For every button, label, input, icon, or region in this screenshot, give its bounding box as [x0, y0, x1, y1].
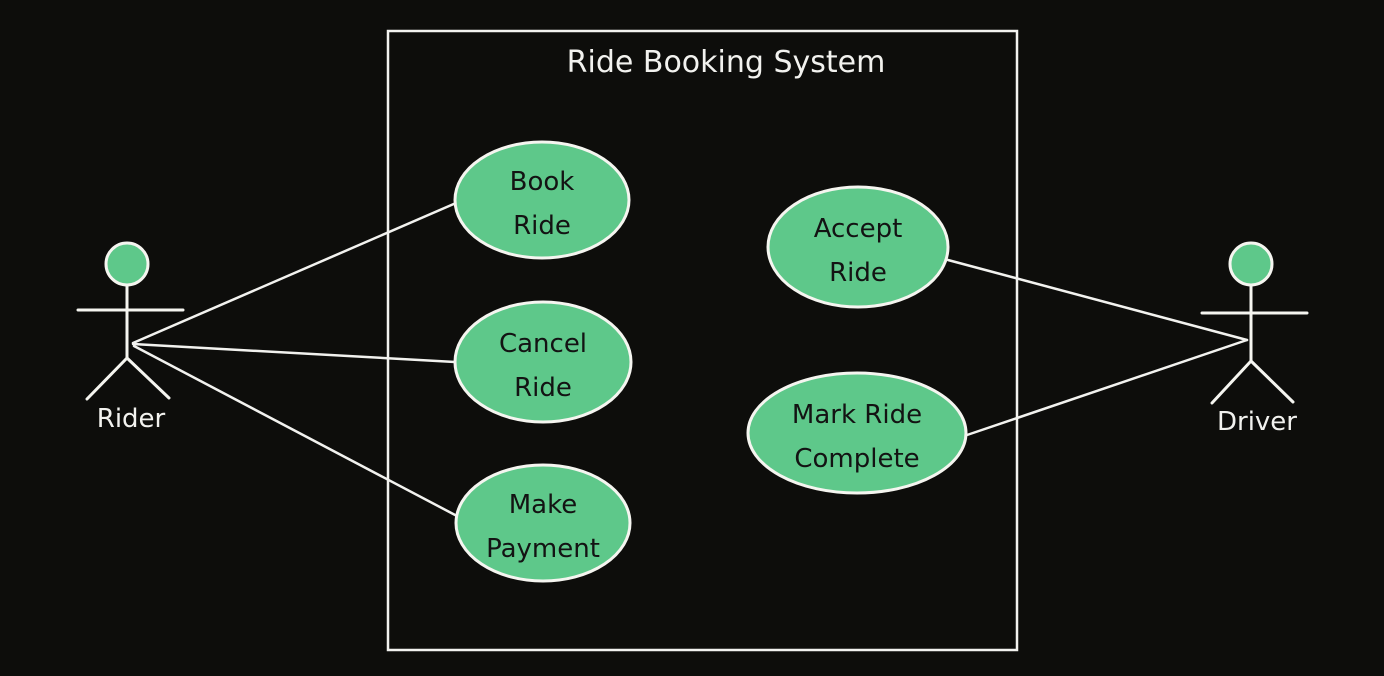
- make-payment-ellipse: [454, 463, 632, 583]
- rider-left-leg-line: [85, 356, 129, 401]
- association-rider-cancel-ride: [131, 342, 457, 364]
- driver-right-leg-line: [1249, 359, 1295, 404]
- association-driver-accept-ride: [946, 258, 1249, 342]
- association-rider-make-payment: [132, 344, 459, 518]
- rider-right-leg-line: [125, 356, 171, 400]
- cancel-ride-label-line2: Ride: [514, 373, 572, 403]
- association-lines: [131, 201, 1249, 518]
- system-boundary-box: [386, 29, 1019, 652]
- cancel-ride-ellipse: [453, 300, 633, 424]
- accept-ride-label-line1: Accept: [814, 214, 903, 244]
- book-ride-ellipse: [453, 140, 631, 260]
- mark-ride-complete-label-line1: Mark Ride: [792, 400, 922, 430]
- association-driver-mark-ride-complete: [965, 338, 1249, 437]
- make-payment-label-line1: Make: [509, 490, 578, 520]
- mark-ride-complete-label-line2: Complete: [794, 444, 919, 474]
- actor-rider: Rider: [76, 241, 185, 434]
- actor-label-driver: Driver: [1217, 407, 1297, 437]
- use-case-book-ride: Book Ride: [453, 140, 631, 260]
- association-rider-book-ride: [131, 201, 458, 345]
- use-case-cancel-ride: Cancel Ride: [453, 300, 633, 424]
- cancel-ride-label-line1: Cancel: [499, 329, 587, 359]
- rider-head-icon: [104, 241, 150, 287]
- accept-ride-label-line2: Ride: [829, 258, 887, 288]
- make-payment-label-line2: Payment: [486, 534, 600, 564]
- use-case-accept-ride: Accept Ride: [766, 185, 950, 309]
- book-ride-label-line2: Ride: [513, 211, 571, 241]
- driver-head-icon: [1228, 241, 1274, 287]
- mark-ride-complete-ellipse: [746, 371, 968, 495]
- actor-label-rider: Rider: [97, 404, 166, 434]
- use-case-make-payment: Make Payment: [454, 463, 632, 583]
- driver-left-leg-line: [1210, 359, 1253, 405]
- accept-ride-ellipse: [766, 185, 950, 309]
- actor-driver: Driver: [1200, 241, 1309, 437]
- use-case-mark-ride-complete: Mark Ride Complete: [746, 371, 968, 495]
- book-ride-label-line1: Book: [510, 167, 575, 197]
- system-title: Ride Booking System: [567, 45, 886, 80]
